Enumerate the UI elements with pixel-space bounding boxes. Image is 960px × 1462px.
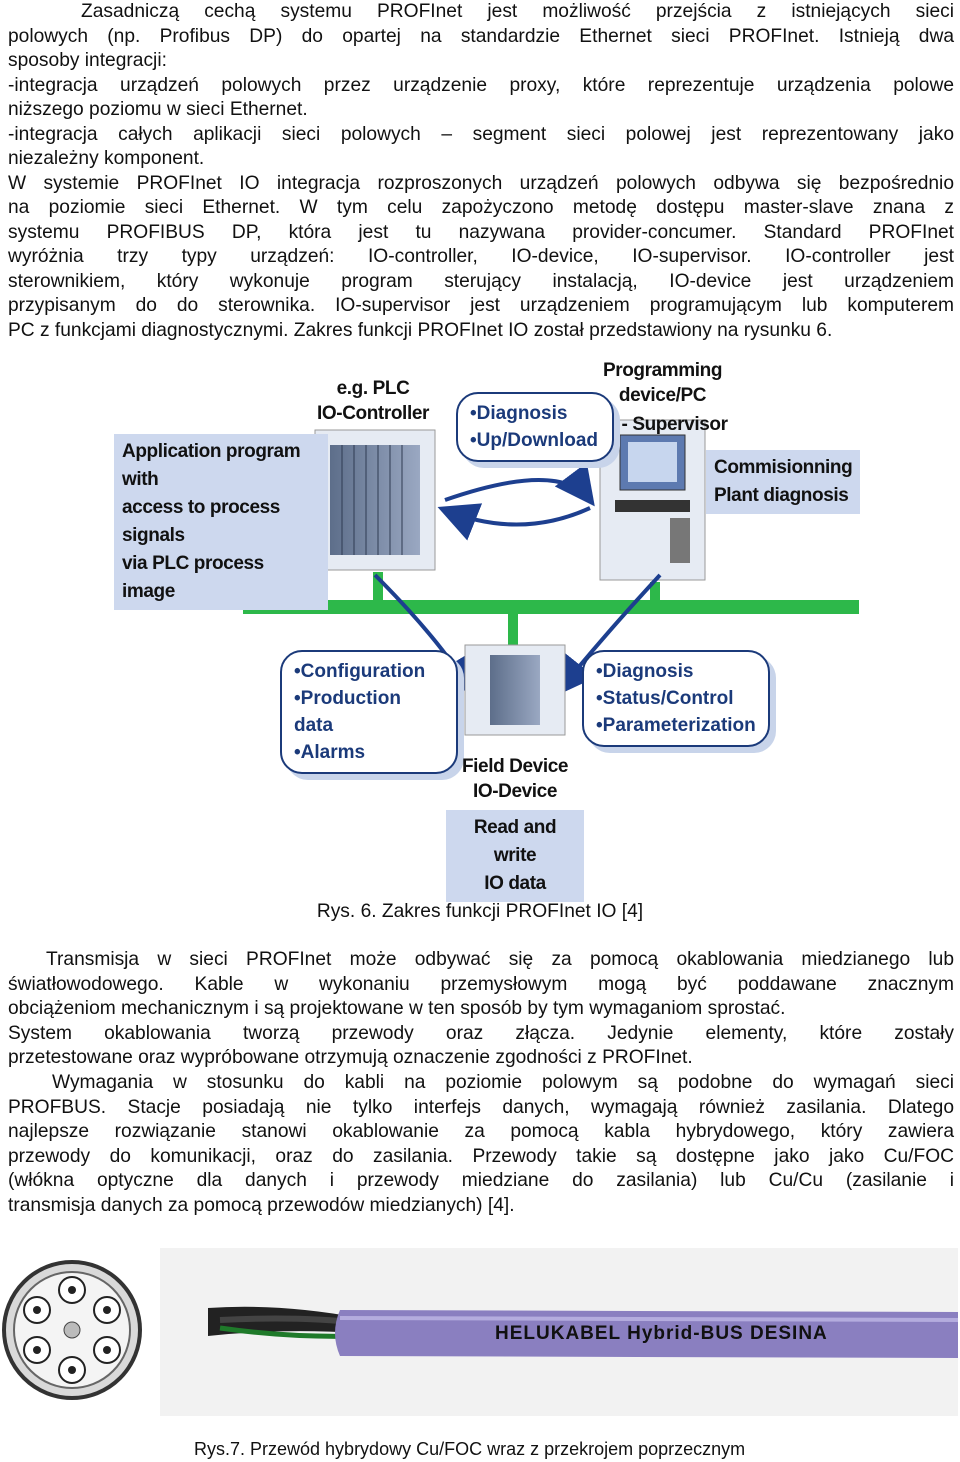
configuration-callout: •Configuration •Production data •Alarms (280, 650, 458, 774)
hybrid-cable-photo: HELUKABEL Hybrid-BUS DESINA (160, 1248, 958, 1416)
text-line: W systemie PROFInet IO integracja rozpro… (8, 172, 954, 194)
text-line: na poziomie sieci Ethernet. W tym celu z… (8, 197, 954, 218)
text-line: przypisanym do do sterownika. IO-supervi… (8, 295, 954, 316)
cross-section-graphic (2, 1260, 142, 1400)
intro-paragraph: Zasadniczą cechą systemu PROFInet jest m… (8, 0, 954, 343)
callout-item: •Alarms (294, 742, 366, 763)
text-line: Zasadniczą cechą systemu PROFInet jest m… (81, 1, 954, 22)
callout-item: •Diagnosis (596, 661, 694, 682)
text-line: transmisja danych za pomocą przewodów mi… (8, 1194, 515, 1216)
field-label-line1: Field Device (461, 756, 569, 777)
status-callout: •Diagnosis •Status/Control •Parameteriza… (582, 650, 770, 747)
text-line: sterownikiem, który wykonuje program ste… (8, 270, 954, 292)
text-line: niższego poziomu w sieci Ethernet. (8, 99, 308, 120)
text-line: sposoby integracji: (8, 50, 167, 71)
diagnosis-callout: •Diagnosis •Up/Download (456, 392, 614, 462)
text-line: światłowodowego. Kable w wykonaniu przem… (8, 973, 954, 995)
transmission-paragraph: Transmisja w sieci PROFInet może odbywać… (8, 948, 954, 1071)
plc-label: e.g. PLC IO-Controller (298, 376, 448, 426)
io-data-box: Read and write IO data (446, 810, 584, 902)
text-line: najlepsze rozwiązanie stanowi okablowani… (8, 1121, 954, 1142)
plc-label-line1: e.g. PLC (336, 378, 410, 399)
profinet-io-diagram: e.g. PLC IO-Controller Programming devic… (0, 350, 960, 902)
app-program-box: Application program with access to proce… (114, 434, 328, 610)
commission-line: Plant diagnosis (714, 485, 849, 506)
cable-print-text: HELUKABEL Hybrid-BUS DESINA (495, 1323, 828, 1344)
commissioning-box: Commisionning Plant diagnosis (706, 450, 860, 514)
callout-item: •Status/Control (596, 688, 734, 709)
text-line: PC z funkcjami diagnostycznymi. Zakres f… (8, 319, 833, 341)
text-line: Wymagania w stosunku do kabli na poziomi… (52, 1072, 954, 1093)
pc-label: Programming device/PC IO - Supervisor (560, 358, 765, 437)
text-line: niezależny komponent. (8, 148, 205, 169)
text-line: przewody do komunikacji, oraz do zasilan… (8, 1145, 954, 1167)
plc-label-line2: IO-Controller (317, 403, 429, 424)
callout-item: •Up/Download (470, 430, 599, 451)
app-box-line: Application program with (122, 441, 301, 490)
io-box-line: Read and write (473, 817, 557, 866)
io-box-line: IO data (484, 873, 546, 894)
figure6-caption: Rys. 6. Zakres funkcji PROFInet IO [4] (316, 901, 644, 922)
cable-graphic (208, 1306, 958, 1358)
text-line: PROFBUS. Stacje posiadają nie tylko inte… (8, 1096, 954, 1118)
callout-item: •Parameterization (596, 715, 756, 736)
commission-line: Commisionning (714, 457, 853, 478)
text-line: polowych (np. Profibus DP) do opartej na… (8, 25, 954, 47)
text-line: systemu PROFIBUS DP, która jest tu nazyw… (8, 221, 954, 243)
diagram-graphics (243, 419, 859, 736)
app-box-line: access to process signals (122, 497, 280, 546)
field-label-line2: IO-Device (472, 781, 558, 802)
text-line: wyróżnia trzy typy urządzeń: IO-controll… (8, 246, 954, 267)
figure7-caption: Rys.7. Przewód hybrydowy Cu/FOC wraz z p… (194, 1439, 746, 1459)
pc-label-line2: IO - Supervisor (597, 414, 728, 435)
ethernet-bus (243, 600, 859, 614)
text-line: -integracja całych aplikacji sieci polow… (8, 123, 954, 145)
text-line: przetestowane oraz wypróbowane otrzymują… (8, 1047, 693, 1068)
field-device-label: Field Device IO-Device (440, 754, 590, 804)
pc-label-line1: Programming device/PC (602, 360, 723, 406)
callout-item: •Diagnosis (470, 403, 568, 424)
callout-item: •Configuration (294, 661, 426, 682)
text-line: System okablowania tworzą przewody oraz … (8, 1022, 954, 1044)
app-box-line: via PLC process image (122, 553, 264, 602)
text-line: obciążeniom mechanicznym i są projektowa… (8, 998, 786, 1019)
text-line: Transmisja w sieci PROFInet może odbywać… (46, 949, 954, 970)
cable-requirements-paragraph: Wymagania w stosunku do kabli na poziomi… (8, 1071, 954, 1218)
text-line: (włókna optyczne dla danych i przewody m… (8, 1170, 954, 1191)
callout-item: •Production data (294, 688, 401, 736)
cable-cross-section-image (0, 1258, 145, 1403)
text-line: -integracja urządzeń polowych przez urzą… (8, 74, 954, 96)
